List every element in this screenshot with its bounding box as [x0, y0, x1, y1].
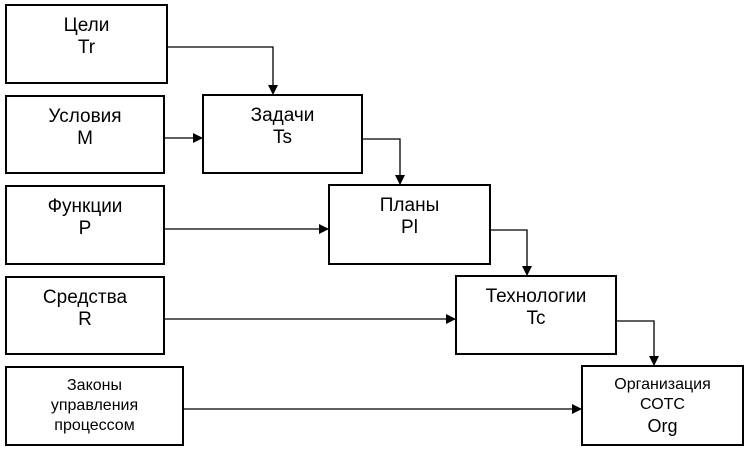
node-technologies: Технологии Tc	[455, 275, 617, 355]
node-means-line1: Средства	[42, 287, 128, 308]
connector-tasks-to-plans	[363, 138, 405, 185]
node-laws: Законы управления процессом	[5, 366, 184, 446]
connector-technologies-to-organization	[617, 320, 659, 366]
node-laws-line1: Законы	[67, 377, 122, 394]
connector-plans-to-technologies	[491, 229, 532, 276]
node-conditions: Условия M	[5, 95, 165, 174]
node-laws-line3: процессом	[54, 417, 135, 434]
node-organization: Организация СОТС Org	[581, 365, 744, 446]
node-plans-line2: Pl	[401, 217, 418, 238]
node-technologies-line1: Технологии	[485, 286, 587, 307]
node-goals-line2: Tr	[77, 37, 96, 58]
node-organization-line3: Org	[647, 415, 678, 436]
node-organization-line2: СОТС	[640, 395, 685, 413]
node-technologies-line2: Tc	[526, 308, 546, 329]
node-conditions-line1: Условия	[48, 106, 122, 127]
connector-goals-to-tasks	[165, 46, 278, 95]
node-functions-line2: P	[78, 218, 92, 239]
node-functions: Функции P	[5, 185, 165, 265]
node-plans: Планы Pl	[328, 184, 491, 265]
node-means-line2: R	[78, 309, 92, 330]
node-means: Средства R	[5, 276, 165, 355]
node-conditions-line2: M	[77, 128, 93, 149]
node-organization-line1: Организация	[614, 375, 711, 393]
node-tasks: Задачи Ts	[202, 94, 363, 174]
node-tasks-line1: Задачи	[250, 105, 315, 126]
node-functions-line1: Функции	[47, 196, 123, 217]
node-tasks-line2: Ts	[273, 127, 292, 148]
node-plans-line1: Планы	[379, 195, 440, 216]
node-goals: Цели Tr	[5, 4, 168, 84]
node-goals-line1: Цели	[63, 15, 110, 36]
node-laws-line2: управления	[50, 397, 139, 414]
